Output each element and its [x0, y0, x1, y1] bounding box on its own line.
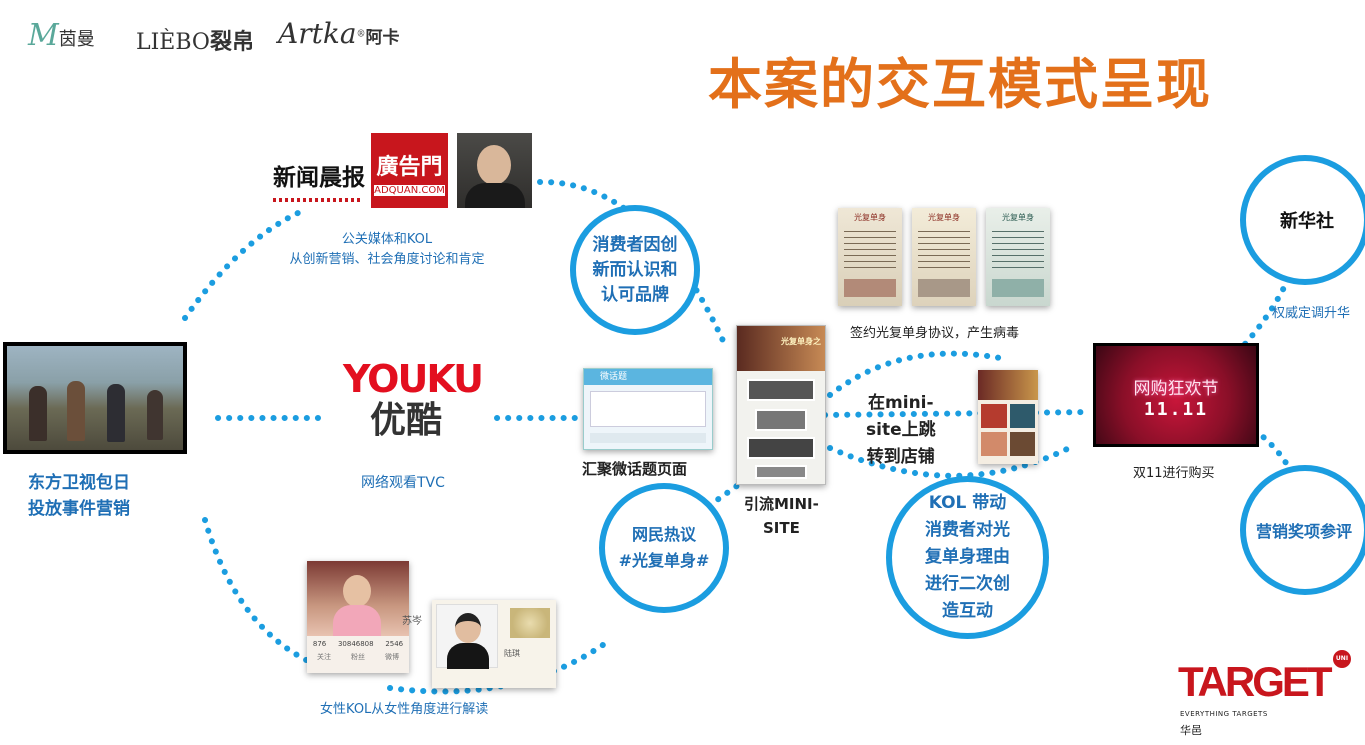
agreement-card-2: 光复单身 — [912, 208, 976, 306]
media-caption: 公关媒体和KOL 从创新营销、社会角度讨论和肯定 — [272, 230, 502, 270]
kol1-name: 苏岑 — [402, 616, 422, 627]
agreement-card-2-title: 光复单身 — [928, 213, 960, 222]
xinhua-caption: 权威定调升华 — [1272, 306, 1351, 321]
agreement-card-3: 光复单身 — [986, 208, 1050, 306]
agreement-card-1: 光复单身 — [838, 208, 902, 306]
media-caption-line1: 公关媒体和KOL — [341, 232, 433, 247]
jump-line3: 转到店铺 — [866, 447, 935, 467]
brand-logo-artka: Artka®阿卡 — [278, 17, 400, 50]
consumer-circle-line2: 新而认识和 — [592, 259, 678, 280]
artka-registered: ® — [356, 29, 366, 40]
kol-circle-line4: 进行二次创 — [925, 574, 1010, 594]
netizen-circle-line1: 网民热议 — [631, 525, 696, 544]
kol-circle-line2: 消费者对光 — [925, 520, 1010, 540]
dotted-line-minisite-double11 — [822, 409, 1093, 418]
kol-portrait-photo — [457, 133, 532, 208]
kol-circle-line3: 复单身理由 — [925, 547, 1010, 567]
weibo-topic-screenshot: 微话题 — [583, 368, 713, 450]
dotted-arc-mini-upper — [827, 350, 1003, 398]
weibo-topic-header: 微话题 — [584, 369, 712, 385]
yinman-script-mark: M — [28, 18, 59, 53]
agreement-card-1-title: 光复单身 — [854, 213, 886, 222]
target-logo-sub: EVERYTHING TARGETS — [1180, 710, 1268, 718]
youku-logo: YOUKU 优酷 — [343, 345, 484, 455]
dotted-arc-double11-award — [1252, 427, 1293, 473]
liebo-cn-text: 裂帛 — [209, 30, 254, 55]
double11-screen-text: 网购狂欢节 — [1133, 379, 1219, 399]
female-kol-caption: 女性KOL从女性角度进行解读 — [320, 702, 489, 717]
dotted-arc-mini-lower — [827, 442, 1078, 479]
yinman-text: 茵曼 — [58, 29, 95, 50]
minisite-screenshot: 光复单身之 — [736, 325, 826, 485]
kol-circle-line1: KOL 带动 — [928, 493, 1007, 513]
double11-screen-num: 11.11 — [1143, 399, 1209, 420]
female-kol-profile-1: 876 30846808 2546 关注 粉丝 微博 — [307, 561, 409, 673]
consumer-circle-line3: 认可品牌 — [601, 284, 669, 305]
artka-text: Artka — [278, 17, 357, 50]
guanggaomen-text: 廣告門 — [376, 155, 443, 180]
kol1-stat-follow: 876 — [312, 640, 327, 648]
youku-caption: 网络观看TVC — [361, 475, 445, 491]
weibo-topic-caption: 汇聚微话题页面 — [582, 460, 688, 478]
netizen-circle-line2: #光复单身# — [618, 551, 710, 570]
award-circle: 营销奖项参评 — [1240, 465, 1365, 595]
agreement-caption: 签约光复单身协议，产生病毒 — [850, 326, 1020, 341]
dongfang-caption: 东方卫视包日 投放事件营销 — [28, 470, 130, 522]
minisite-caption-line2: SITE — [763, 519, 800, 537]
kol-circle-line5: 造互动 — [942, 601, 993, 621]
brand-logo-liebo: LIÈBO裂帛 — [136, 24, 254, 56]
double11-caption: 双11进行购买 — [1133, 466, 1215, 481]
dongfang-caption-line1: 东方卫视包日 — [28, 473, 130, 493]
consumer-recognition-circle: 消费者因创 新而认识和 认可品牌 — [570, 205, 700, 335]
minisite-caption: 引流MINI- SITE — [744, 492, 819, 540]
jump-to-store-caption: 在mini- site上跳 转到店铺 — [866, 390, 936, 471]
target-logo-cn: 华邑 — [1180, 724, 1202, 737]
xinwen-chenbao-text: 新闻晨报 — [273, 164, 365, 191]
artka-cn-text: 阿卡 — [365, 28, 400, 48]
double11-image: 网购狂欢节 11.11 — [1093, 343, 1259, 447]
kol1-label-follow: 关注 — [317, 653, 331, 661]
brand-logo-yinman: M茵曼 — [28, 18, 95, 53]
jump-line2: site上跳 — [866, 420, 936, 440]
youku-logo-cn: 优酷 — [369, 400, 442, 441]
target-logo-badge: UNI — [1333, 650, 1351, 668]
dotted-arc-top — [182, 209, 303, 321]
agreement-card-3-title: 光复单身 — [1002, 213, 1034, 222]
store-screenshot — [978, 370, 1038, 464]
kol-interaction-circle: KOL 带动 消费者对光 复单身理由 进行二次创 造互动 — [886, 476, 1049, 639]
xinhua-circle: 新华社 — [1240, 155, 1365, 285]
kol2-name: 陆琪 — [504, 649, 520, 658]
netizen-discussion-circle: 网民热议 #光复单身# — [599, 483, 729, 613]
award-label: 营销奖项参评 — [1256, 522, 1353, 541]
female-kol-profile-2: 陆琪 — [432, 600, 556, 688]
consumer-circle-line1: 消费者因创 — [592, 234, 678, 255]
minisite-caption-line1: 引流MINI- — [744, 495, 819, 513]
page-title: 本案的交互模式呈现 — [708, 53, 1212, 116]
minisite-banner: 光复单身之 — [737, 326, 825, 371]
xinhua-label: 新华社 — [1280, 211, 1334, 232]
kol1-stat-weibo: 2546 — [385, 640, 404, 648]
guanggaomen-logo: 廣告門 ADQUAN.COM — [371, 133, 448, 208]
xinwen-chenbao-logo: 新闻晨报 — [273, 150, 365, 208]
target-logo-text: TARGET — [1178, 658, 1333, 705]
kol1-stat-fans: 30846808 — [337, 640, 374, 648]
media-caption-line2: 从创新营销、社会角度讨论和肯定 — [289, 252, 485, 267]
dongfang-caption-line2: 投放事件营销 — [28, 499, 130, 519]
jump-line1: 在mini- — [868, 393, 934, 413]
liebo-text: LIÈBO — [136, 30, 210, 55]
target-logo: UNI TARGET EVERYTHING TARGETS 华邑 — [1178, 650, 1353, 740]
guanggaomen-sub: ADQUAN.COM — [374, 185, 445, 196]
kol1-label-weibo: 微博 — [385, 653, 399, 661]
youku-logo-text: YOUKU — [343, 357, 484, 401]
dongfang-tv-image — [3, 342, 187, 454]
kol1-label-fans: 粉丝 — [351, 653, 365, 661]
